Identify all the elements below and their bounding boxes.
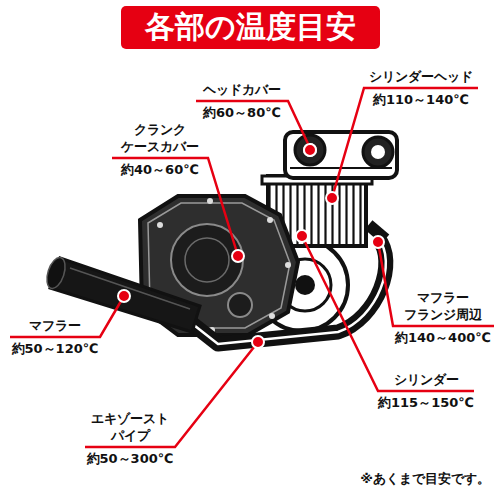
leader-lines: [10, 88, 494, 447]
temperature: 約50～120℃: [9, 340, 101, 357]
leader-line: [10, 296, 124, 337]
title-banner: 各部の温度目安: [121, 6, 380, 49]
temperature: 約115～150℃: [378, 394, 474, 411]
part-name: マフラー: [9, 317, 101, 334]
part-name: マフラー フランジ周辺: [392, 289, 494, 323]
temperature: 約140～400℃: [392, 329, 494, 346]
callout-dot: [304, 144, 316, 156]
leader-line: [332, 88, 478, 198]
callout-dot: [252, 336, 264, 348]
leader-line: [112, 158, 238, 256]
part-name: シリンダー: [378, 371, 474, 388]
callout-dot: [118, 290, 130, 302]
exhaust-pipe: [190, 220, 389, 344]
callout-dot: [296, 230, 308, 242]
temperature: 約50～300℃: [84, 450, 176, 467]
part-name: エキゾースト パイプ: [84, 410, 176, 444]
temperature: 約40～60℃: [112, 161, 208, 178]
leader-line: [85, 342, 258, 447]
callout-dot: [372, 236, 384, 248]
part-name: シリンダーヘッド: [363, 68, 479, 85]
temperature: 約60～80℃: [194, 104, 290, 121]
part-name: ヘッドカバー: [194, 81, 290, 98]
callout-dot: [326, 192, 338, 204]
part-name: クランク ケースカバー: [112, 121, 208, 155]
leader-line: [378, 242, 494, 326]
temperature: 約110～140℃: [363, 91, 479, 108]
note: ※あくまで目安です。: [360, 470, 490, 487]
callout-dot: [232, 250, 244, 262]
